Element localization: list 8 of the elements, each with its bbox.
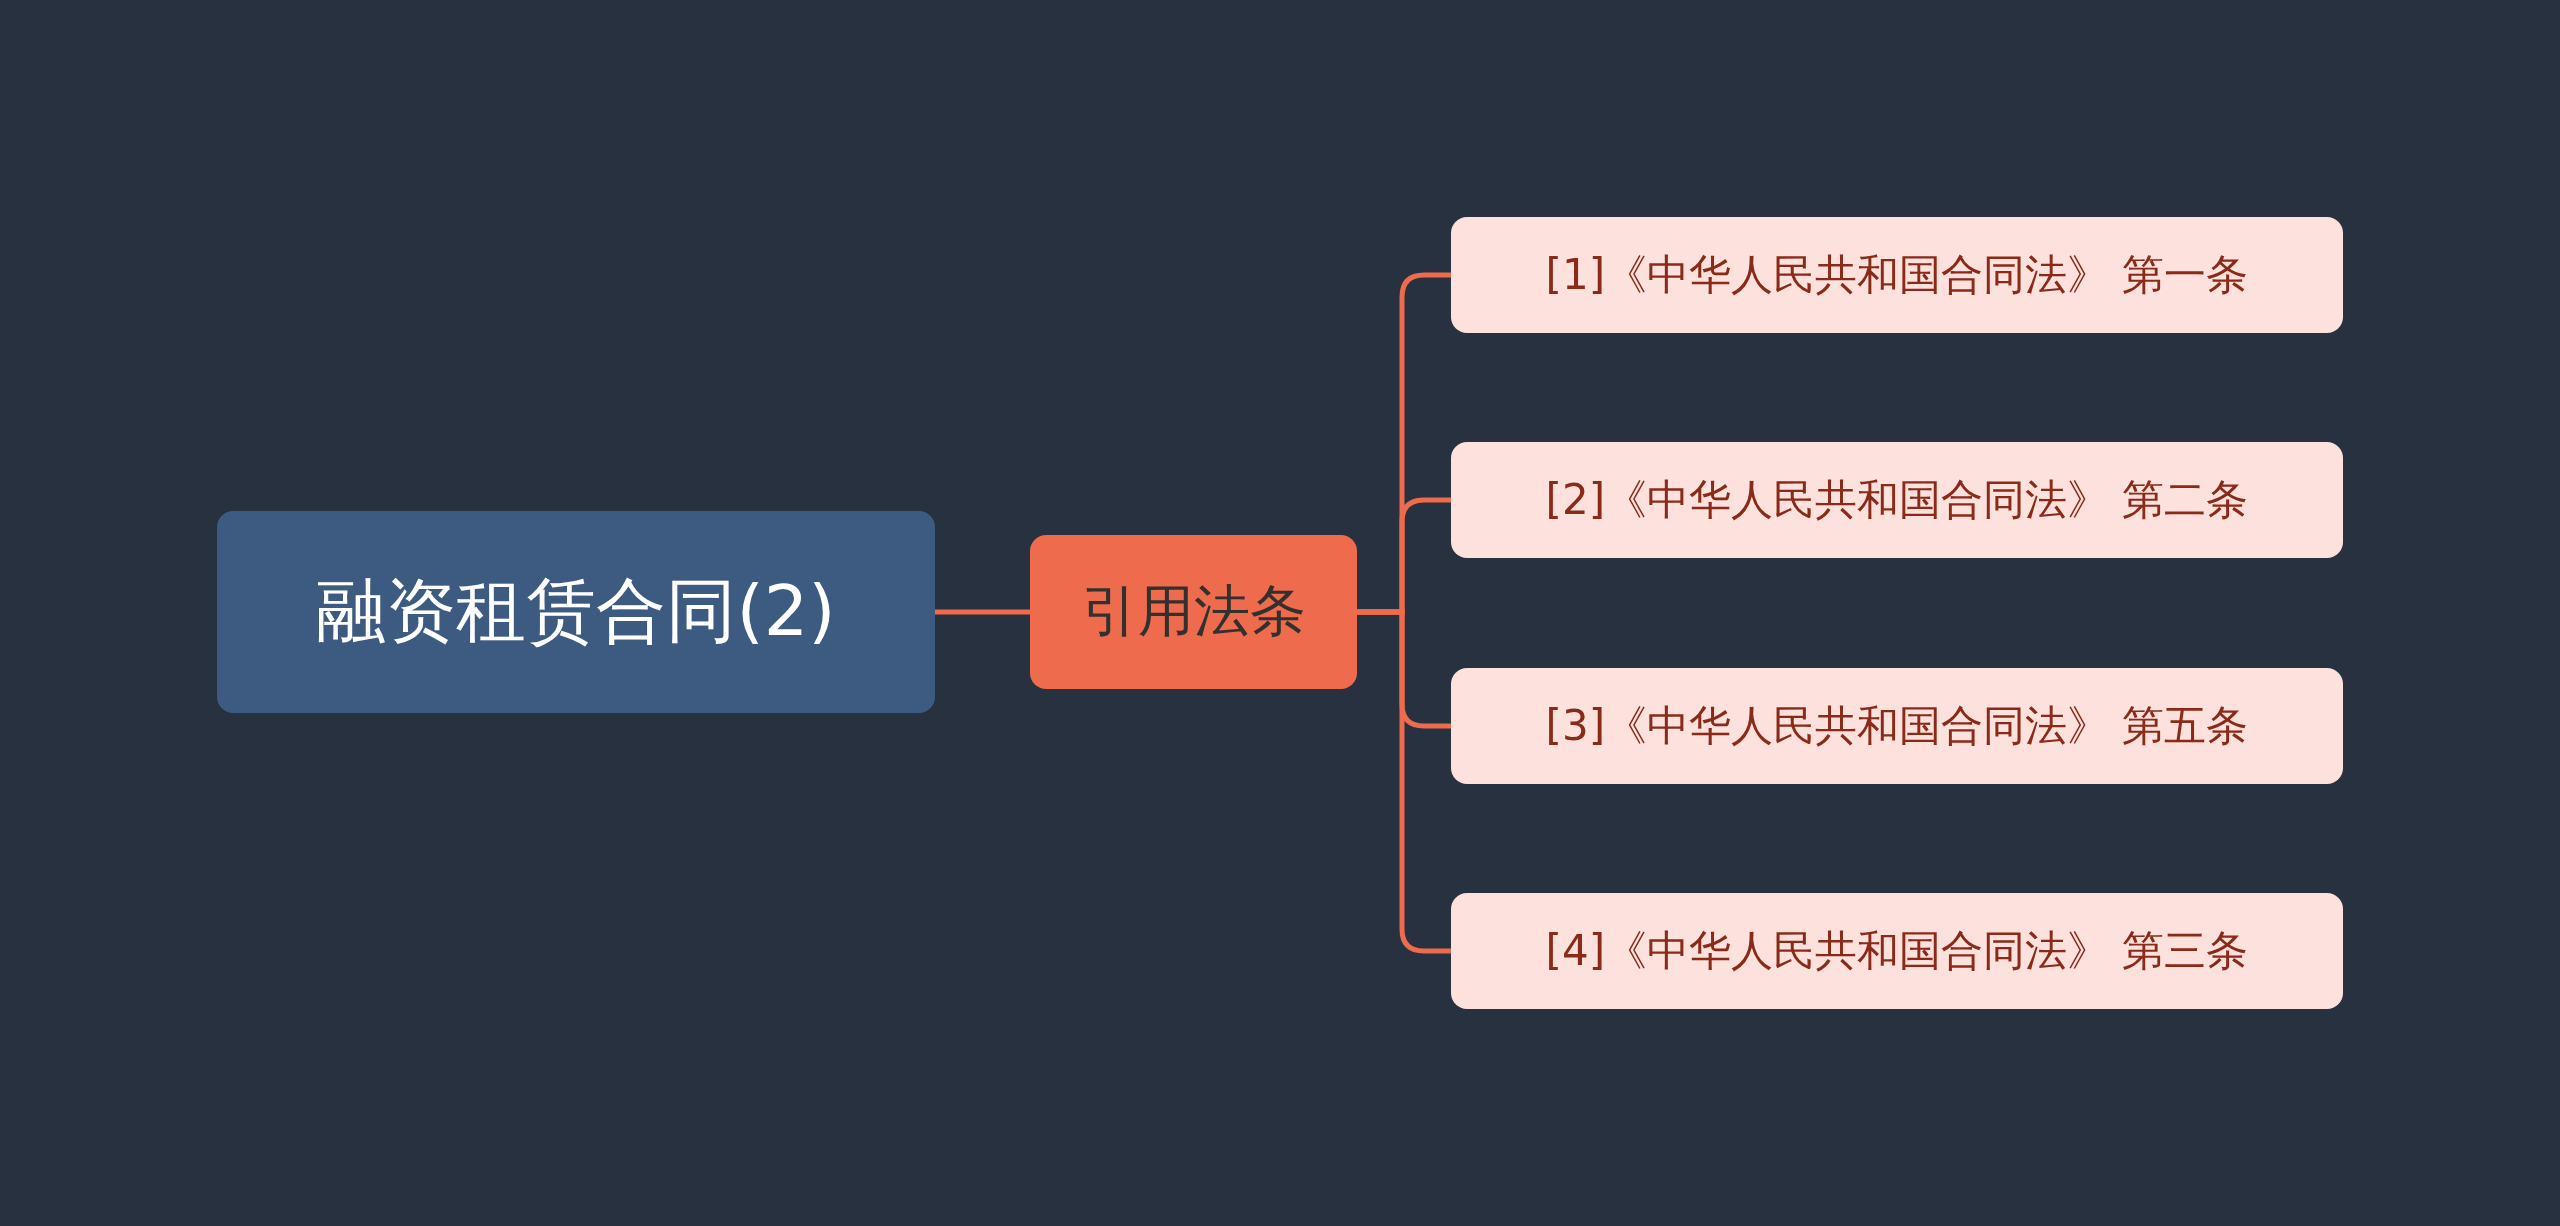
- subtopic-box: [3]《中华人民共和国合同法》 第五条: [1451, 668, 2343, 784]
- subtopic-box: [2]《中华人民共和国合同法》 第二条: [1451, 442, 2343, 558]
- subtopic-box: [1]《中华人民共和国合同法》 第一条: [1451, 217, 2343, 333]
- root-topic-box: 融资租赁合同(2): [217, 511, 935, 713]
- connector-line: [1357, 609, 1451, 954]
- subtopic-box: [4]《中华人民共和国合同法》 第三条: [1451, 893, 2343, 1009]
- topic-box: 引用法条: [1030, 535, 1357, 689]
- connector-line: [935, 609, 1030, 615]
